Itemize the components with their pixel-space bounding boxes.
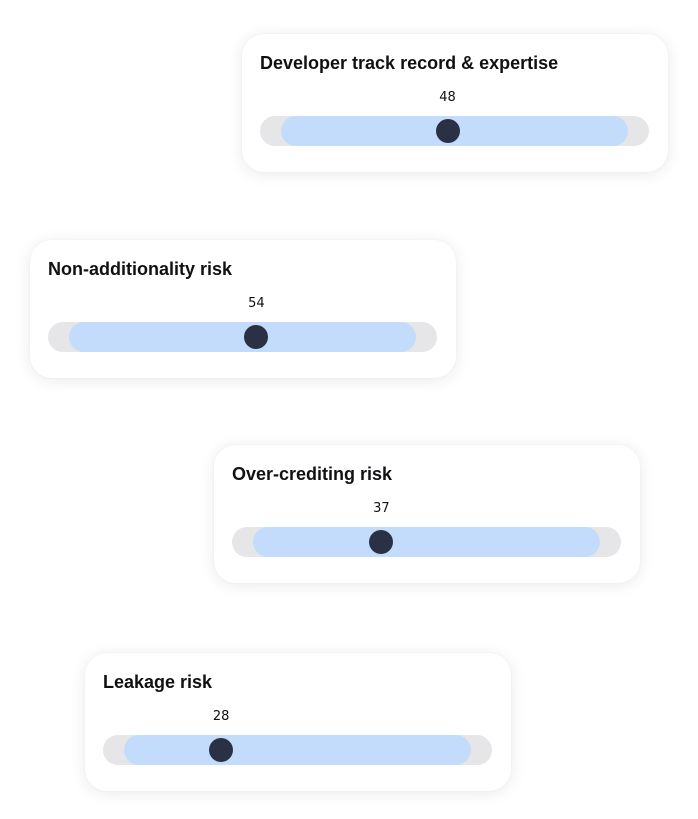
slider-thumb[interactable] bbox=[369, 530, 394, 554]
risk-card-non-additionality: Non-additionality risk 54 bbox=[30, 240, 456, 378]
slider-range bbox=[124, 735, 471, 765]
leakage-risk-slider[interactable]: 28 bbox=[103, 709, 492, 765]
slider-thumb[interactable] bbox=[209, 738, 234, 762]
card-title: Developer track record & expertise bbox=[260, 53, 559, 73]
slider-thumb[interactable] bbox=[435, 119, 460, 143]
non-additionality-risk-slider[interactable]: 54 bbox=[48, 296, 437, 352]
slider-value-label: 48 bbox=[439, 90, 456, 105]
risk-card-over-crediting: Over-crediting risk 37 bbox=[214, 445, 640, 583]
slider-value-label: 54 bbox=[248, 296, 265, 311]
card-title: Over-crediting risk bbox=[232, 464, 393, 484]
card-title: Leakage risk bbox=[103, 672, 213, 692]
card-title: Non-additionality risk bbox=[48, 259, 233, 279]
risk-card-developer-track-record: Developer track record & expertise 48 bbox=[242, 34, 668, 172]
slider-value-label: 37 bbox=[373, 501, 390, 516]
developer-track-record-slider[interactable]: 48 bbox=[260, 90, 649, 146]
slider-value-label: 28 bbox=[212, 709, 230, 724]
slider-range bbox=[253, 527, 600, 557]
slider-thumb[interactable] bbox=[244, 325, 269, 349]
over-crediting-risk-slider[interactable]: 37 bbox=[232, 501, 621, 557]
slider-range bbox=[69, 322, 416, 352]
risk-card-leakage: Leakage risk 28 bbox=[85, 653, 511, 791]
